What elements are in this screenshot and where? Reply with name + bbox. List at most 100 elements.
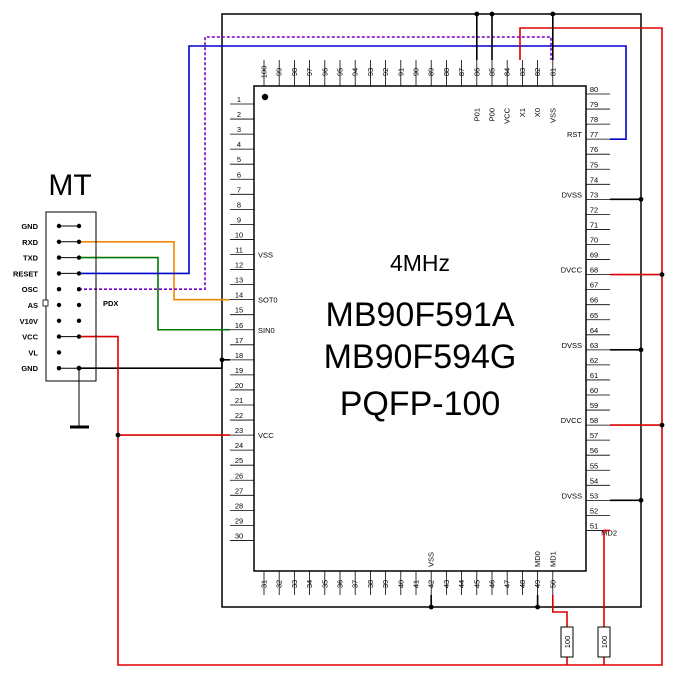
resistor-md1: 100 [560, 626, 574, 658]
pin-number: 48 [518, 580, 527, 588]
pin-number: 87 [457, 68, 466, 76]
chip-pins: 1234567891011VSS121314SOT01516SIN0171819… [230, 60, 617, 595]
connector-pin-right [76, 287, 82, 292]
pin-number: 62 [590, 356, 598, 365]
pin-number: 31 [260, 580, 269, 588]
pin-signal-label: DVSS [562, 491, 582, 500]
connector-pin-label: V10V [20, 317, 38, 326]
pin-signal-label: P00 [488, 108, 497, 121]
junction-dot [659, 422, 665, 428]
wire-md2 [603, 529, 610, 627]
pin-number: 81 [548, 68, 557, 76]
pin-signal-label: VCC [503, 107, 512, 123]
connector-pin-left [56, 287, 62, 292]
pin-number: 100 [260, 66, 269, 79]
pin-number: 52 [590, 506, 598, 515]
pin-number: 96 [320, 68, 329, 76]
pin-number: 41 [412, 580, 421, 588]
pin-number: 64 [590, 326, 598, 335]
pin-number: 38 [366, 580, 375, 588]
pin-number: 53 [590, 491, 598, 500]
pin-signal-label: SOT0 [258, 296, 278, 305]
svg-text:100: 100 [563, 636, 572, 649]
pin-signal-label: RST [567, 130, 582, 139]
pin-signal-label: X0 [533, 108, 542, 117]
chip-name-2: MB90F594G [324, 338, 517, 376]
pin-number: 13 [235, 276, 243, 285]
pin-signal-label: VSS [427, 552, 436, 567]
pin1-marker [261, 93, 269, 101]
pin-number: 36 [336, 580, 345, 588]
pin-number: 30 [235, 531, 243, 540]
wire-reset-rst [79, 45, 627, 275]
pin-number: 90 [412, 68, 421, 76]
pin-number: 49 [533, 580, 542, 588]
pin-number: 86 [472, 68, 481, 76]
pin-number: 61 [590, 371, 598, 380]
pin-number: 55 [590, 461, 598, 470]
pin-number: 75 [590, 160, 598, 169]
pin-number: 39 [381, 580, 390, 588]
pin-number: 70 [590, 236, 598, 245]
pin-signal-label: DVSS [562, 190, 582, 199]
pin-number: 57 [590, 431, 598, 440]
pin-number: 44 [457, 580, 466, 588]
wire-rxd-sot0 [79, 241, 230, 301]
pin-number: 50 [548, 580, 557, 588]
connector-tag: PDX [103, 299, 118, 308]
junction-dot [638, 497, 644, 503]
pin-number: 23 [235, 426, 243, 435]
junction-dot [115, 432, 121, 438]
wires [79, 14, 663, 666]
pin-number: 7 [237, 185, 241, 194]
pin-number: 19 [235, 366, 243, 375]
chip-name-1: MB90F591A [326, 296, 515, 334]
pin-number: 9 [237, 215, 241, 224]
pin-number: 66 [590, 296, 598, 305]
connector-pin-label: TXD [23, 254, 39, 263]
pin-number: 37 [351, 580, 360, 588]
pin-number: 92 [381, 68, 390, 76]
pin-number: 27 [235, 486, 243, 495]
pin-number: 18 [235, 351, 243, 360]
wire-gnd [79, 359, 230, 370]
pin-number: 99 [275, 68, 284, 76]
pin-number: 63 [590, 341, 598, 350]
pin-number: 65 [590, 311, 598, 320]
junction-dot [638, 196, 644, 202]
pin-number: 91 [396, 68, 405, 76]
pin-number: 80 [590, 85, 598, 94]
connector-pin-label: VL [28, 348, 38, 357]
pin-number: 2 [237, 110, 241, 119]
pin-number: 42 [427, 580, 436, 588]
pin-number: 98 [290, 68, 299, 76]
pin-number: 15 [235, 306, 243, 315]
junction-dot [428, 604, 434, 610]
pin-number: 54 [590, 476, 598, 485]
connector-title: MT [48, 169, 91, 202]
pin-number: 79 [590, 100, 598, 109]
pin-number: 93 [366, 68, 375, 76]
pin-number: 22 [235, 411, 243, 420]
pin-number: 94 [351, 68, 360, 76]
pin-number: 82 [533, 68, 542, 76]
pin-number: 21 [235, 396, 243, 405]
pin-number: 29 [235, 516, 243, 525]
pin-number: 5 [237, 155, 241, 164]
pin-number: 4 [237, 140, 241, 149]
junction-dot [489, 11, 495, 17]
connector-pin-left [56, 318, 62, 323]
connector-pin-label: GND [21, 364, 38, 373]
pin-number: 67 [590, 281, 598, 290]
resistor-md2: 100 [597, 626, 611, 658]
pin-number: 8 [237, 200, 241, 209]
junction-dot [219, 357, 225, 363]
pin-signal-label: X1 [518, 108, 527, 117]
junction-dot [659, 272, 665, 277]
pin-number: 35 [320, 580, 329, 588]
pin-number: 59 [590, 401, 598, 410]
connector-pin-label: RESET [13, 269, 38, 278]
svg-text:100: 100 [600, 636, 609, 649]
pin-number: 16 [235, 321, 243, 330]
pin-number: 14 [235, 291, 243, 300]
